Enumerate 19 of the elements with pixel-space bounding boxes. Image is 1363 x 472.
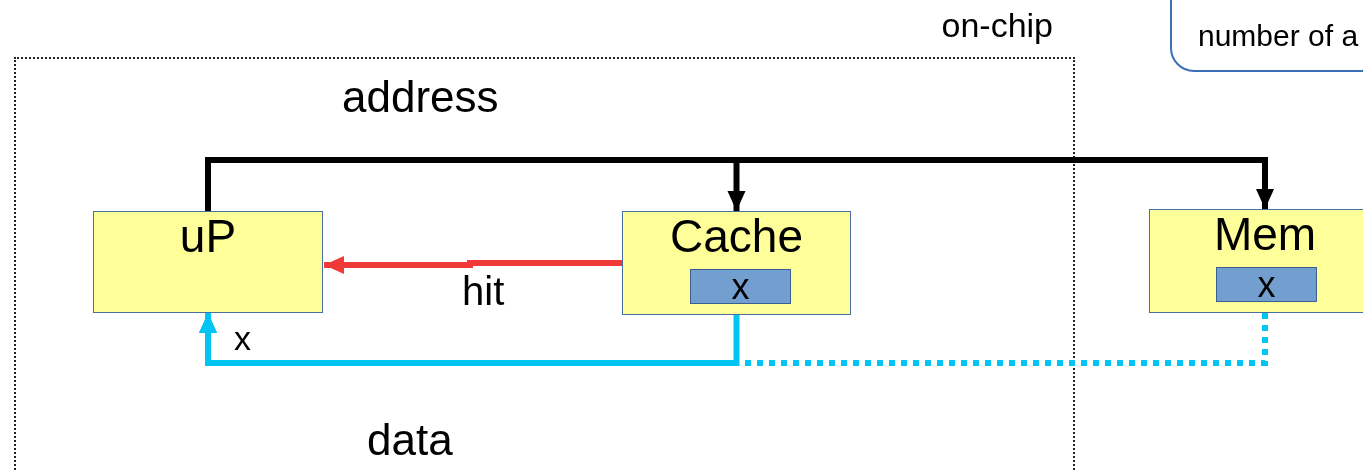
arrow [205,157,1274,211]
arrow [324,256,622,274]
memory-box [1149,209,1363,313]
bus-label: address [342,72,499,122]
node-label: on-chip [941,5,1053,45]
edge-label: hit [462,268,505,314]
bus-label: data [367,415,453,465]
data-cell [690,269,791,304]
node-label: number of a [1198,18,1359,54]
node-label: x [731,269,750,304]
node-label: x [1257,267,1276,302]
cache-box [622,211,851,315]
node-label: Cache [670,210,803,262]
data-cell [1216,267,1317,302]
arrow [199,313,1268,366]
processor-box [93,211,323,313]
edge-label: x [234,318,251,358]
node-label: Mem [1213,208,1317,260]
node-label: uP [179,210,237,262]
